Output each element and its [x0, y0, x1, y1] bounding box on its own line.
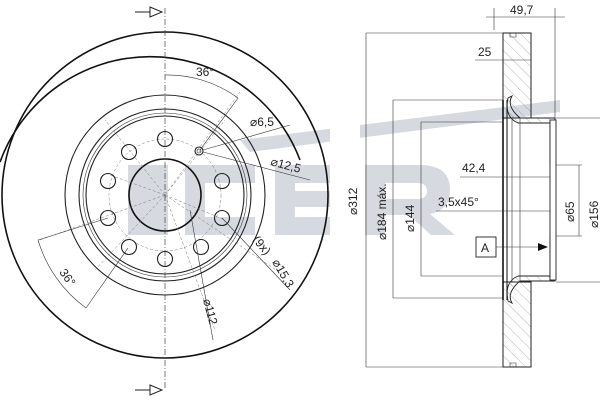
dim-overall-height: 49,7	[510, 3, 534, 17]
dim-hole-count: (9x)	[250, 233, 274, 258]
angle-bottom-label: 36°	[56, 266, 78, 289]
datum-triangle-icon	[538, 243, 548, 251]
dim-hub-depth: 42,4	[462, 161, 486, 175]
dim-thickness: 25	[478, 45, 492, 59]
dim-inner-diameter: ⌀144	[403, 204, 417, 232]
dim-hole-6-5: ⌀6,5	[250, 115, 274, 129]
dim-center-bore: ⌀65	[563, 201, 577, 222]
section-arrow-top-icon	[135, 6, 164, 18]
dim-outer-diameter: ⌀312	[346, 187, 360, 215]
datum-label: A	[481, 241, 489, 255]
section-view: 49,7 25 ⌀312 ⌀184 máx. ⌀144	[346, 3, 600, 368]
dim-pcd-112: ⌀112	[200, 297, 220, 326]
dim-hub-diameter: ⌀156	[587, 200, 600, 228]
dim-max-diameter: ⌀184 máx.	[375, 183, 389, 240]
angle-top-label: 36°	[196, 65, 214, 79]
bolt-holes	[99, 130, 231, 268]
section-arrow-bottom-icon	[135, 384, 164, 396]
dim-hole-15-3: ⌀15,3	[269, 257, 297, 291]
front-view: 36° 36° ⌀6,5 ⌀12,5 (9x) ⌀15,3 ⌀112	[0, 6, 329, 396]
dim-chamfer: 3,5x45°	[438, 195, 479, 209]
